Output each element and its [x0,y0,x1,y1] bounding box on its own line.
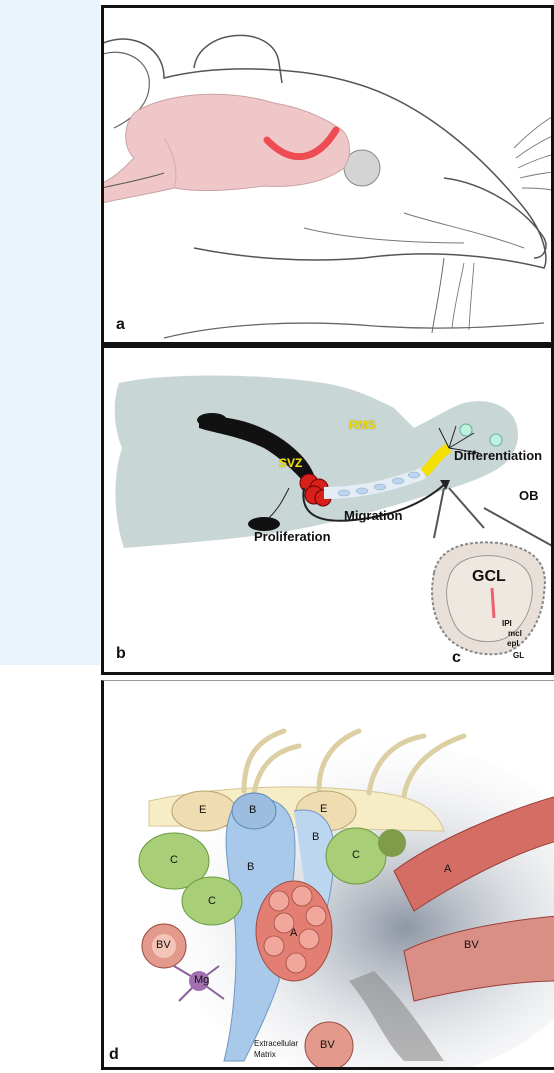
panel-a-mouse-head: a [101,5,554,345]
migration-label: Migration [344,508,403,523]
label-b3: B [247,861,254,873]
panel-b-letter: b [116,645,126,663]
dark-c-fragment [378,829,406,857]
label-c2: C [208,895,216,907]
label-a-cluster: A [290,927,297,939]
label-e1: E [199,804,206,816]
label-bv1: BV [156,939,171,951]
label-mg: Mg [194,974,209,986]
panel-a-letter: a [116,316,125,334]
skull-line [304,228,464,243]
label-c3: C [352,849,360,861]
gcl-label: GCL [472,568,506,586]
sidebar-strip [0,0,100,665]
svz-label: SVZ [279,456,302,470]
ob-label: OB [519,488,539,503]
panel-d-letter: d [109,1046,119,1064]
proliferation-label: Proliferation [254,529,331,544]
label-ecm-1: Extracellular [254,1039,298,1048]
mouse-head-drawing [104,8,554,345]
label-b2: B [312,831,319,843]
ear-outline [194,35,282,83]
ob-line-2 [434,488,444,538]
label-c1: C [170,854,178,866]
label-bv3: BV [320,1039,335,1051]
label-bv2: BV [464,939,479,951]
gl-label: GL [513,651,524,660]
panel-b-brain-section: SVZ RMS Differentiation OB Migration Pro… [101,345,554,675]
brain-shape [104,94,349,203]
differentiation-label: Differentiation [454,448,542,463]
neuron-b [490,434,502,446]
base-line [164,323,544,338]
label-a-vessel: A [444,863,451,875]
neuron-a [460,424,472,436]
label-e2: E [320,803,327,815]
panel-c-letter: c [452,649,461,667]
mcl-label: mcl [508,629,522,638]
ob-neuron [492,588,494,618]
callosum-genu [197,413,227,427]
brain-section-diagram [104,348,554,675]
label-b1: B [249,804,256,816]
ob-line-1 [449,488,484,528]
jaw-front [432,258,444,333]
ob-line-3 [484,508,554,548]
neurogenic-niche-diagram [104,681,554,1070]
ipl-label: IPl [502,619,512,628]
whiskers [452,113,554,330]
rms-label: RMS [349,418,376,432]
panel-d-niche: E E B B B C C C A A BV BV BV Mg Extracel… [101,680,554,1070]
label-ecm-2: Matrix [254,1050,276,1059]
epl-label: epl [507,639,519,648]
